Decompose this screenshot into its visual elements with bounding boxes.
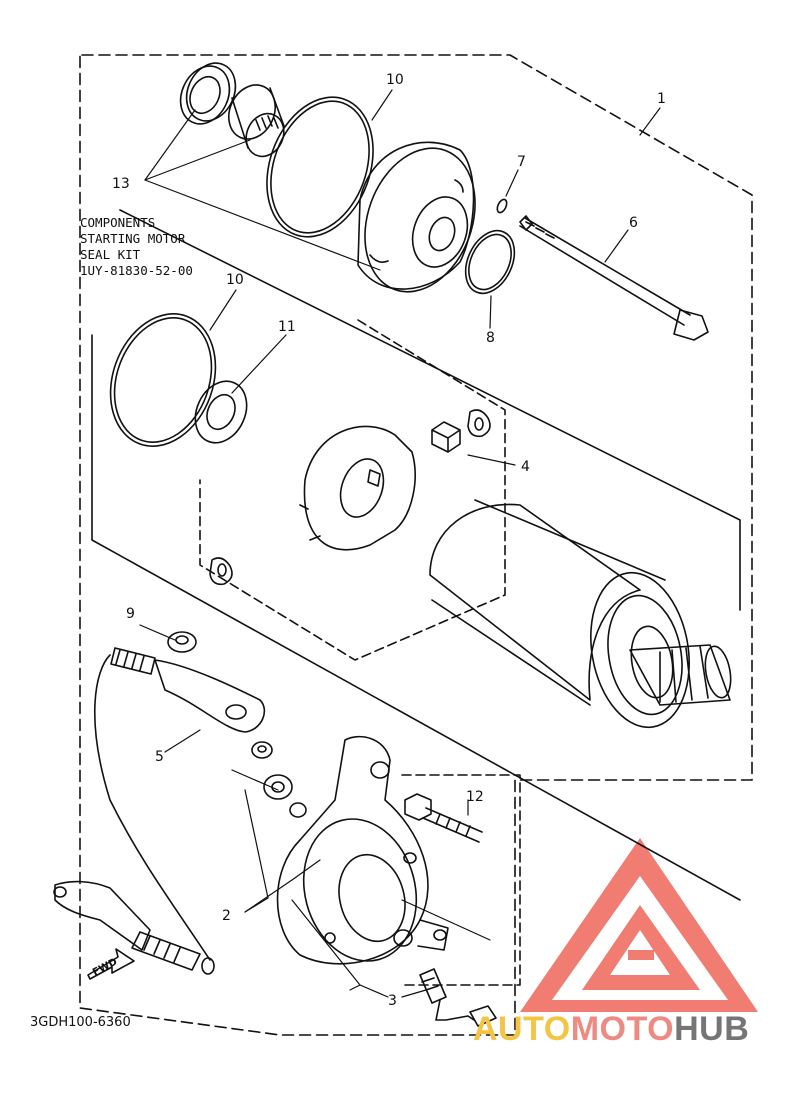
label-part-5: 5 [155,749,164,765]
o-ring-10-top [266,96,374,238]
washer-set-2 [251,741,307,818]
label-part-2: 2 [222,908,231,924]
armature-shaft [629,644,732,706]
label-part-1: 1 [657,91,666,107]
note-line-4: 1UY-81830-52-00 [80,263,193,278]
label-part-13: 13 [112,176,130,192]
front-cover-boundary [401,774,521,986]
bolt-12 [404,793,483,843]
o-ring-8 [464,229,516,295]
brush-holder-spring-bottom [209,557,233,586]
note-line-2: STARTING MOTOR [80,231,186,246]
brush-group-boundary [199,319,506,661]
label-part-3: 3 [388,993,397,1009]
brush-block [431,421,461,453]
fwd-arrow [87,948,135,980]
seal-kit-note: COMPONENTS STARTING MOTOR SEAL KIT 1UY-8… [80,215,193,279]
label-part-9: 9 [126,606,135,622]
nut-9 [167,631,197,653]
label-part-6: 6 [629,215,638,231]
brush-3 [419,968,497,1027]
lead-wire-5 [53,647,266,975]
label-part-8: 8 [486,330,495,346]
watermark-auto: AUTO [473,1010,571,1048]
needle-bearing-13 [228,84,285,158]
automotohub-logo-mark [520,838,758,1012]
label-part-10-middle: 10 [226,272,244,288]
o-ring-7 [496,198,508,214]
note-line-1: COMPONENTS [80,215,156,230]
front-cover [276,735,449,965]
label-part-10-top: 10 [386,72,404,88]
o-ring-10-middle [109,313,217,447]
leader-lines [139,89,661,998]
automotohub-watermark: AUTOMOTOHUB [473,1012,749,1046]
motor-yoke [429,499,690,729]
rear-cover [357,141,476,293]
label-part-11: 11 [278,319,296,335]
washer-11 [194,380,248,444]
oil-seal-13 [179,62,237,125]
yoke-bracket-line [91,334,741,901]
brush-holder-spring-top [467,409,491,438]
drawing-code: 3GDH100-6360 [30,1015,131,1030]
note-line-3: SEAL KIT [80,247,141,262]
brush-plate [299,425,416,551]
label-part-7: 7 [517,154,526,170]
watermark-moto: MOTO [570,1010,675,1048]
label-part-12: 12 [466,789,484,805]
assembly-boundary-outer [79,54,753,1036]
yoke-bracket-line-top [119,209,741,611]
through-bolt-6 [519,215,709,341]
label-part-4: 4 [521,459,530,475]
watermark-hub: HUB [674,1010,750,1048]
